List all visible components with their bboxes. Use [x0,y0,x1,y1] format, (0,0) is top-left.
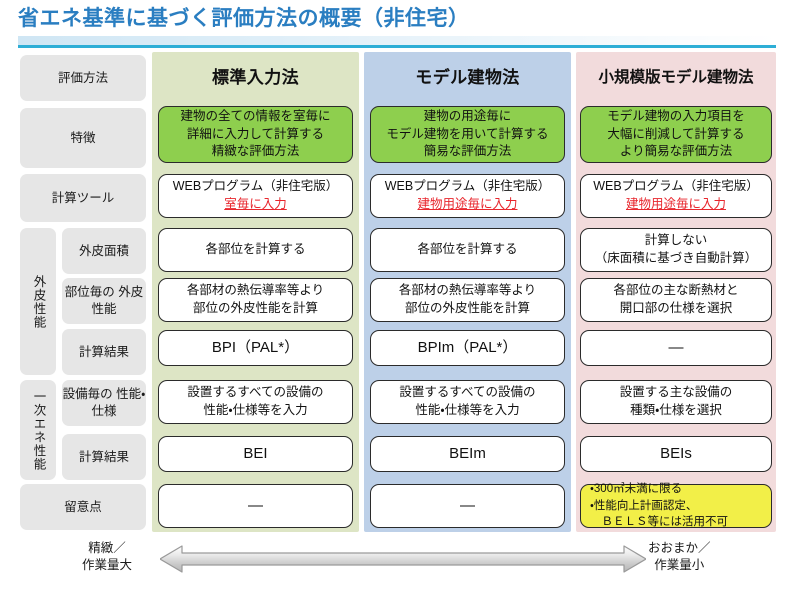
cell-notes-standard: ― [158,484,353,528]
cell-notes-small-model: ・300㎡未満に限る ・性能向上計画認定、 ＢＥＬＳ等には活用不可 [580,483,772,528]
cell-envelope-result-small-model: ― [580,330,772,366]
group-label-primary-energy-performance: 一次エネ性能 [20,380,56,480]
cell-notes-model: ― [370,484,565,528]
cell-equipment-spec-small-model: 設置する主な設備の 種類・仕様を選択 [580,380,772,424]
cell-envelope-part-standard: 各部材の熱伝導率等より 部位の外皮性能を計算 [158,278,353,322]
cell-equipment-spec-standard: 設置するすべての設備の 性能・仕様等を入力 [158,380,353,424]
scale-label-left: 精緻／ 作業量大 [82,541,133,572]
column-header-model: モデル建物法 [415,67,520,87]
row-label-feature: 特徴 [20,108,146,168]
scale-label-right: おおまか／ 作業量小 [648,541,711,572]
row-label-tool: 計算ツール [20,174,146,222]
cell-envelope-area-small-model: 計算しない （床面積に基づき自動計算） [580,228,772,272]
title-gradient-bar [18,36,776,45]
cell-feature-standard: 建物の全ての情報を室毎に 詳細に入力して計算する 精緻な評価方法 [158,106,353,163]
double-headed-arrow-icon [160,545,646,573]
cell-envelope-result-model: BPIm（PAL*） [370,330,565,366]
group-label-envelope-performance: 外皮性能 [20,228,56,375]
row-label-energy-result: 計算結果 [62,434,146,480]
cell-feature-model: 建物の用途毎に モデル建物を用いて計算する 簡易な評価方法 [370,106,565,163]
row-label-notes: 留意点 [20,484,146,530]
cell-equipment-spec-model: 設置するすべての設備の 性能・仕様等を入力 [370,380,565,424]
row-label-envelope-part-performance: 部位毎の 外皮性能 [62,278,146,324]
cell-energy-result-small-model: BEIs [580,436,772,472]
cell-tool-small-model: WEBプログラム（非住宅版） 建物用途毎に入力 [580,174,772,218]
cell-envelope-part-small-model: 各部位の主な断熱材と 開口部の仕様を選択 [580,278,772,322]
row-label-envelope-area: 外皮面積 [62,228,146,274]
title-block: 省エネ基準に基づく評価方法の概要（非住宅） [18,4,776,48]
title-underline-rule [18,45,776,48]
cell-envelope-part-model: 各部材の熱伝導率等より 部位の外皮性能を計算 [370,278,565,322]
row-label-envelope-result: 計算結果 [62,329,146,375]
page-title: 省エネ基準に基づく評価方法の概要（非住宅） [18,7,470,30]
cell-feature-small-model: モデル建物の入力項目を 大幅に削減して計算する より簡易な評価方法 [580,106,772,163]
column-header-standard: 標準入力法 [212,67,299,87]
cell-energy-result-model: BEIm [370,436,565,472]
effort-scale: 精緻／ 作業量大 おおまか／ 作業量小 [20,538,776,590]
row-label-method: 評価方法 [20,55,146,101]
cell-envelope-area-model: 各部位を計算する [370,228,565,272]
cell-energy-result-standard: BEI [158,436,353,472]
cell-envelope-result-standard: BPI（PAL*） [158,330,353,366]
column-header-small-model: 小規模版モデル建物法 [598,69,754,86]
cell-tool-standard: WEBプログラム（非住宅版） 室毎に入力 [158,174,353,218]
comparison-matrix: 評価方法 標準入力法 モデル建物法 小規模版モデル建物法 特徴 建物の全ての情報… [20,52,776,532]
cell-envelope-area-standard: 各部位を計算する [158,228,353,272]
row-label-equipment-spec: 設備毎の 性能・仕様 [62,380,146,426]
cell-tool-model: WEBプログラム（非住宅版） 建物用途毎に入力 [370,174,565,218]
